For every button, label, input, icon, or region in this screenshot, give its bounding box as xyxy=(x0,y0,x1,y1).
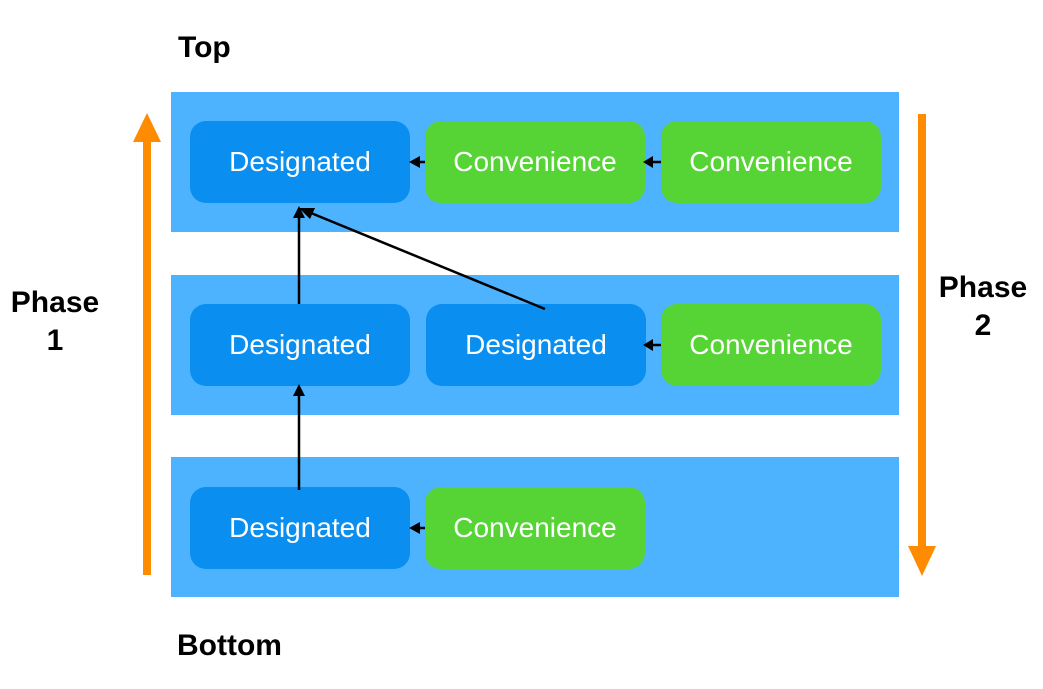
convenience-node: Convenience xyxy=(425,121,645,203)
phase-2-word: Phase xyxy=(938,271,1028,304)
convenience-node: Convenience xyxy=(661,304,881,386)
bottom-label: Bottom xyxy=(177,629,282,662)
phase-2-number: 2 xyxy=(974,309,992,342)
phase-1-word: Phase xyxy=(10,286,100,319)
phase-1-label: Phase 1 xyxy=(0,284,110,360)
designated-node: Designated xyxy=(190,121,410,203)
designated-node: Designated xyxy=(190,487,410,569)
phase-2-arrow xyxy=(908,114,936,576)
phase-2-label: Phase 2 xyxy=(928,269,1038,345)
designated-node: Designated xyxy=(190,304,410,386)
designated-node: Designated xyxy=(426,304,646,386)
phase-1-arrow xyxy=(133,113,161,575)
convenience-node: Convenience xyxy=(425,487,645,569)
phase-1-number: 1 xyxy=(46,324,64,357)
convenience-node: Convenience xyxy=(661,121,881,203)
top-label: Top xyxy=(178,31,231,64)
